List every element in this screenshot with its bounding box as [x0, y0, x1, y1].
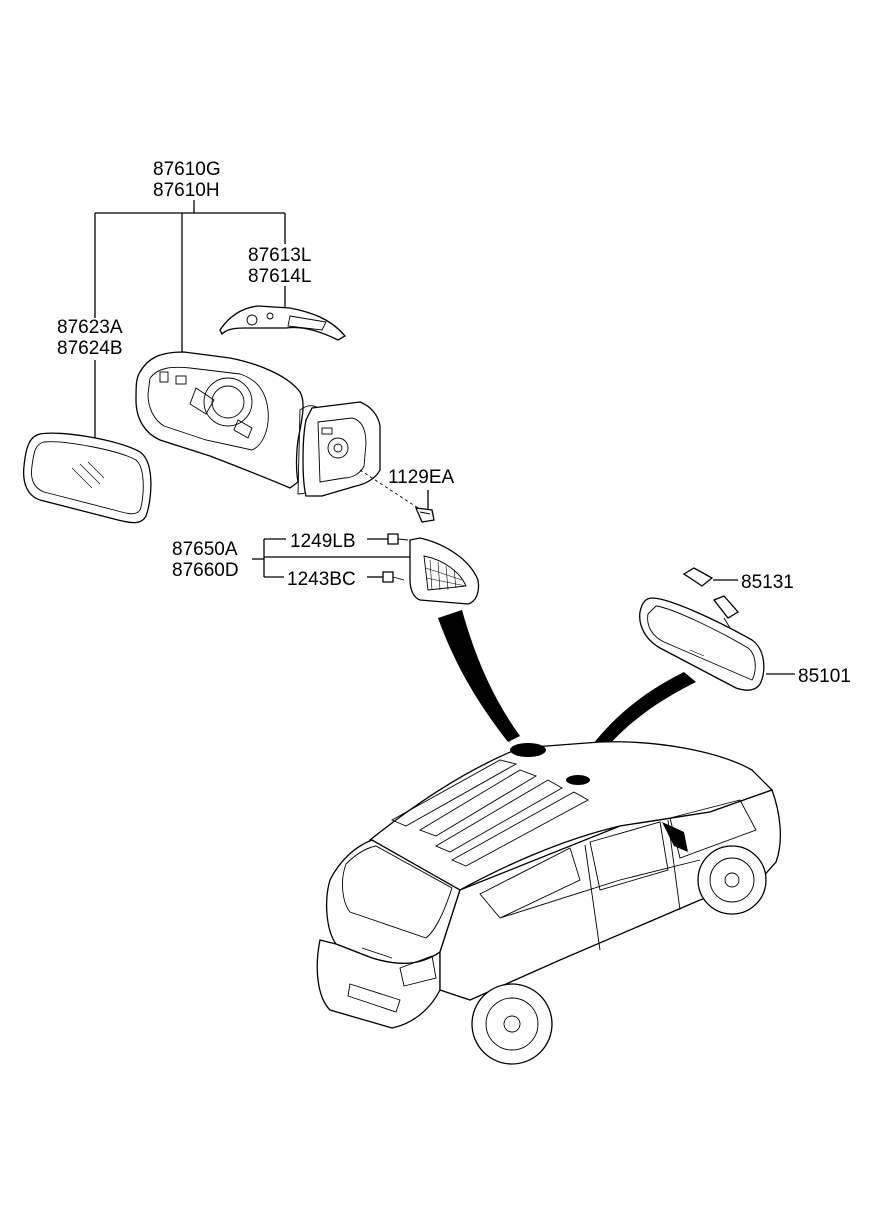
label-87624B: 87624B [57, 338, 123, 359]
leader-lines [94, 200, 795, 675]
mirror-glass [22, 432, 152, 524]
screw-1243bc [382, 571, 405, 583]
label-87623A: 87623A [57, 317, 123, 338]
scalp-cover [219, 305, 346, 341]
label-87660D: 87660D [172, 560, 239, 581]
label-1249LB: 1249LB [290, 531, 356, 552]
label-85131: 85131 [741, 572, 794, 593]
pointer-to-door-mirror [438, 610, 520, 742]
label-85101: 85101 [798, 666, 851, 687]
rain-sensor-cover [682, 567, 740, 629]
bolt-1129ea [359, 469, 435, 523]
label-87610H: 87610H [153, 180, 220, 201]
label-87650A: 87650A [172, 539, 238, 560]
label-87610G: 87610G [153, 159, 221, 180]
inside-mirror [639, 597, 765, 691]
label-1129EA: 1129EA [388, 467, 455, 488]
pointer-to-inside-mirror [584, 672, 696, 760]
screw-1249lb [387, 533, 409, 545]
mirror-bracket [302, 401, 381, 497]
vehicle [316, 741, 781, 1065]
garnish [409, 537, 480, 605]
label-87613L: 87613L [248, 245, 311, 266]
mirror-housing [135, 351, 323, 495]
label-1243BC: 1243BC [287, 569, 356, 590]
label-87614L: 87614L [248, 266, 311, 287]
